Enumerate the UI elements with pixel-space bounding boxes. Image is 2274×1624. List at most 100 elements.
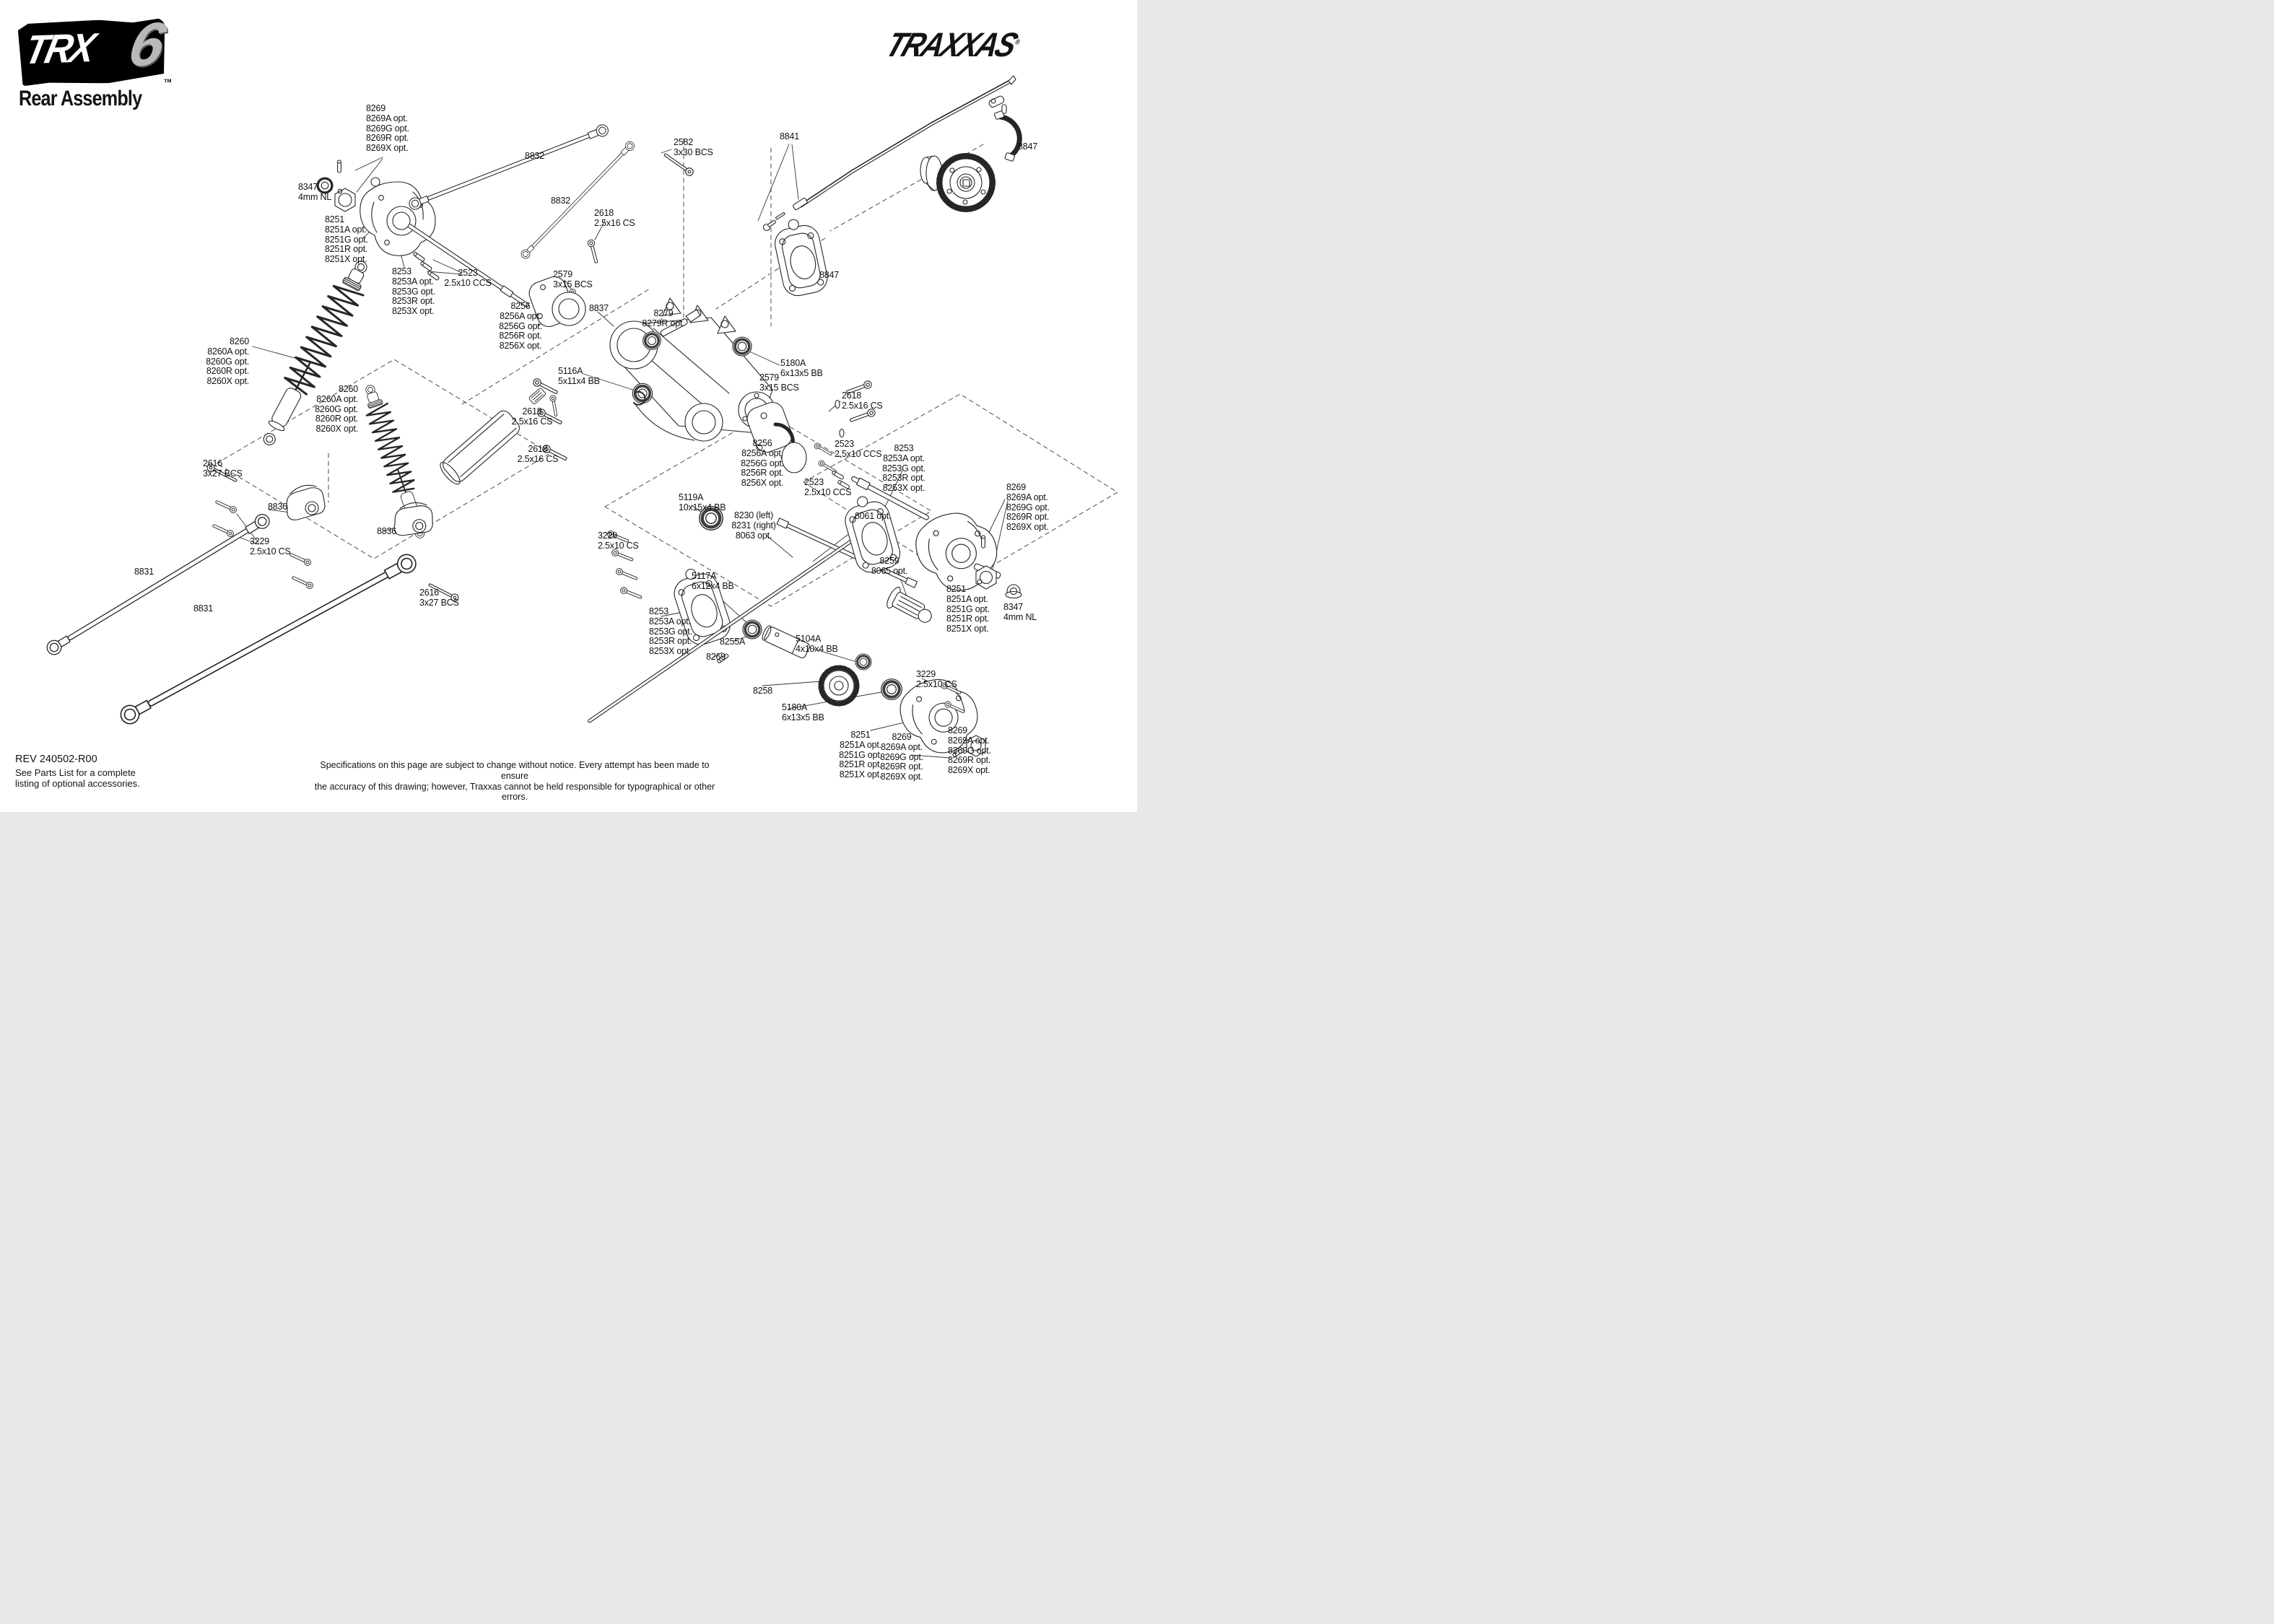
callout-line: 2616: [203, 458, 223, 468]
callout-line: 8251R opt.: [839, 759, 882, 770]
callout-line: 8255A: [720, 637, 746, 647]
callout-line: 8259: [879, 556, 899, 566]
callout-line: 8256X opt.: [741, 478, 784, 488]
callout-line: 8260X opt.: [206, 376, 250, 386]
callout-8841: 8841: [780, 131, 799, 142]
callout-line: 4mm NL: [1003, 611, 1037, 622]
callout-line: 8258: [753, 686, 773, 696]
callout-line: 8269G opt.: [948, 745, 991, 756]
callout-line: 2582: [674, 137, 694, 147]
callout-line: 2579: [553, 269, 573, 279]
callout-line: 5117A: [692, 571, 717, 581]
callout-line: 2.5x16 CS: [517, 453, 559, 464]
disclaimer: Specifications on this page are subject …: [309, 760, 720, 803]
callout-line: 4mm NL: [298, 191, 332, 202]
callout-line: 8256G opt.: [741, 458, 784, 468]
spline-coupler-8259: [886, 587, 932, 623]
rear-portal-gearbox-upper-left: [316, 160, 529, 307]
callout-line: 8061 opt.: [855, 511, 892, 521]
callout-line: 8251R opt.: [325, 244, 368, 255]
callout-line: 2618: [528, 444, 548, 454]
callout-line: 8269: [706, 652, 726, 662]
callout-line: 8256G opt.: [499, 320, 542, 331]
axle-gearbox-8256-left: [528, 276, 586, 328]
callout-8847-top: 8847: [1018, 141, 1037, 152]
callout-line: 8269A opt.: [948, 735, 990, 746]
callout-line: 8269R opt.: [366, 133, 409, 144]
callout-line: 8260A opt.: [207, 346, 249, 357]
callout-line: 8260X opt.: [315, 424, 359, 434]
callout-line: 8251G opt.: [839, 749, 882, 760]
callout-line: 8260: [229, 336, 249, 346]
callout-line: 2618: [842, 390, 862, 401]
callout-line: 5104A: [796, 634, 822, 644]
callout-8836-left: 8836: [268, 502, 287, 512]
callout-line: 8269: [1006, 482, 1027, 492]
callout-line: 3229: [916, 669, 936, 679]
callout-line: 8251: [325, 214, 345, 224]
shift-cable-8841: [762, 75, 1016, 232]
parts-list-note-line2: listing of optional accessories.: [15, 778, 140, 789]
callout-line: 8269X opt.: [1006, 522, 1049, 532]
callout-line: 8256R opt.: [499, 331, 542, 341]
callout-line: 8256A opt.: [500, 310, 541, 321]
callout-line: 2.5x16 CS: [511, 416, 553, 427]
callout-line: 2618: [522, 406, 542, 416]
callout-line: 2523: [458, 268, 478, 278]
callout-line: 2616: [419, 588, 440, 598]
callout-line: 8269A opt.: [366, 113, 408, 123]
callout-line: 3229: [250, 536, 270, 546]
callout-line: 2.5x10 CCS: [804, 486, 852, 497]
callout-line: 8253A opt.: [649, 616, 691, 627]
callout-line: 8847: [819, 270, 840, 280]
callout-line: 8251X opt.: [839, 769, 882, 780]
callout-line: 8260R opt.: [206, 366, 249, 377]
callout-line: 8251R opt.: [946, 614, 990, 624]
callout-line: 2579: [759, 372, 780, 383]
callout-line: 2.5x16 CS: [842, 400, 883, 411]
callout-line: 8832: [525, 151, 545, 161]
callout-line: 3229: [598, 531, 618, 541]
callout-line: 8347: [1003, 602, 1024, 612]
callout-line: 3x15 BCS: [553, 279, 593, 289]
callout-line: 8269R opt.: [948, 755, 991, 766]
callout-line: 2523: [804, 477, 824, 487]
callout-line: 8279R opt.: [642, 318, 685, 328]
callout-line: 8065 opt.: [871, 565, 908, 576]
callout-line: 6x13x5 BB: [780, 367, 823, 378]
callout-line: 4x10x4 BB: [796, 643, 838, 654]
callout-line: 8253: [894, 443, 914, 453]
callout-line: 8251: [850, 730, 871, 740]
callout-line: 3x15 BCS: [759, 382, 799, 393]
callout-line: 2.5x10 CS: [598, 540, 639, 551]
driveshaft-spline: [528, 388, 546, 404]
callout-line: 8251G opt.: [325, 234, 368, 245]
wheel-hub-right: [973, 535, 1022, 599]
callout-line: 8269: [892, 732, 912, 742]
callout-line: 8256R opt.: [741, 468, 784, 479]
callout-line: 8269X opt.: [880, 772, 923, 782]
callout-line: 8269A opt.: [881, 741, 923, 752]
callout-line: 8251X opt.: [946, 624, 989, 634]
